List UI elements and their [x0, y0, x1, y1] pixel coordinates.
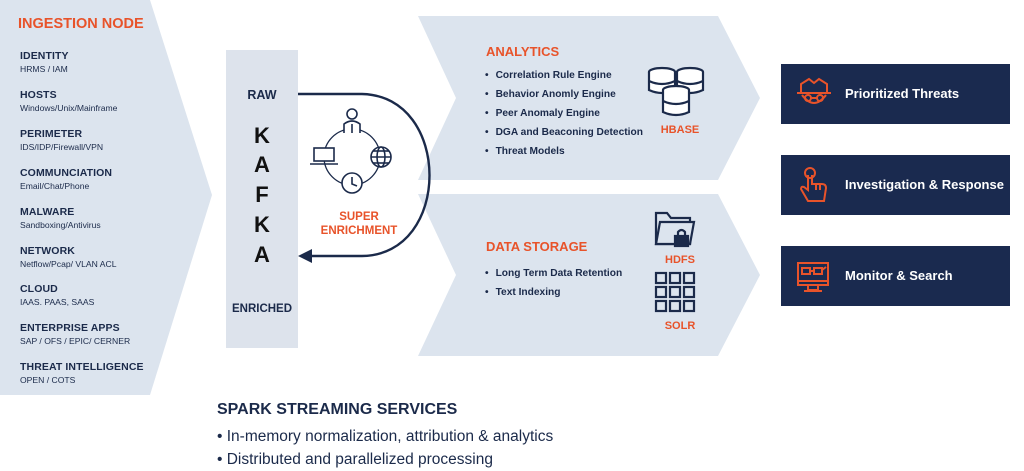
- source-network: NETWORK Netflow/Pcap/ VLAN ACL: [20, 245, 205, 269]
- kafka-letter: K: [254, 123, 270, 148]
- list-item: Long Term Data Retention: [485, 268, 623, 287]
- source-name: HOSTS: [20, 89, 57, 101]
- storage-title: DATA STORAGE: [486, 239, 588, 254]
- source-identity: IDENTITY HRMS / IAM: [20, 50, 205, 74]
- enrichment-arrowhead: [298, 249, 312, 263]
- enrichment-cycle-icon: [310, 108, 392, 194]
- ingestion-title: INGESTION NODE: [18, 16, 144, 32]
- folder-lock-icon: [654, 211, 696, 248]
- output-label: Prioritized Threats: [845, 86, 960, 101]
- source-name: MALWARE: [20, 206, 75, 218]
- kafka-letter: K: [254, 212, 270, 237]
- kafka-letter: A: [254, 152, 270, 177]
- source-desc: Windows/Unix/Mainframe: [20, 103, 118, 113]
- source-desc: IAAS. PAAS, SAAS: [20, 297, 95, 307]
- pointing-hand-icon: [799, 167, 828, 202]
- output-label: Investigation & Response: [845, 177, 1004, 192]
- spark-item: Distributed and parallelized processing: [217, 451, 493, 469]
- source-cloud: CLOUD IAAS. PAAS, SAAS: [20, 283, 205, 307]
- source-hosts: HOSTS Windows/Unix/Mainframe: [20, 89, 205, 113]
- source-desc: Netflow/Pcap/ VLAN ACL: [20, 259, 117, 269]
- storage-list: Long Term Data Retention Text Indexing: [485, 268, 623, 306]
- super-enrichment-line1: SUPER: [339, 211, 379, 223]
- hdfs-label: HDFS: [665, 254, 695, 266]
- source-malware: MALWARE Sandboxing/Antivirus: [20, 206, 205, 230]
- output-label: Monitor & Search: [845, 268, 953, 283]
- source-desc: Email/Chat/Phone: [20, 181, 90, 191]
- source-name: PERIMETER: [20, 128, 83, 140]
- source-name: CLOUD: [20, 283, 58, 295]
- list-item: Correlation Rule Engine: [485, 70, 643, 89]
- analytics-title: ANALYTICS: [486, 44, 560, 59]
- source-name: NETWORK: [20, 245, 75, 257]
- enrichment-loop-arrow: [298, 92, 431, 258]
- kafka-raw-label: RAW: [247, 88, 277, 102]
- source-desc: OPEN / COTS: [20, 375, 76, 385]
- source-perimeter: PERIMETER IDS/IDP/Firewall/VPN: [20, 128, 205, 152]
- super-enrichment-label: SUPER ENRICHMENT: [300, 210, 418, 238]
- source-desc: Sandboxing/Antivirus: [20, 220, 101, 230]
- source-communication: COMMUNCIATION Email/Chat/Phone: [20, 167, 205, 191]
- source-desc: IDS/IDP/Firewall/VPN: [20, 142, 104, 152]
- source-name: COMMUNCIATION: [20, 167, 113, 179]
- source-name: THREAT INTELLIGENCE: [20, 361, 144, 373]
- kafka-letter: F: [255, 182, 269, 207]
- source-desc: HRMS / IAM: [20, 64, 68, 74]
- output-prioritized-threats: Prioritized Threats: [781, 64, 1010, 124]
- output-investigation-response: Investigation & Response: [781, 155, 1010, 215]
- source-desc: SAP / OFS / EPIC/ CERNER: [20, 336, 131, 346]
- kafka-enriched-label: ENRICHED: [231, 303, 293, 315]
- list-item: Text Indexing: [485, 287, 622, 306]
- spark-item: In-memory normalization, attribution & a…: [217, 428, 554, 446]
- solr-label: SOLR: [664, 320, 696, 332]
- list-item: DGA and Beaconing Detection: [485, 127, 643, 146]
- monitor-glasses-icon: [797, 262, 829, 292]
- source-enterprise-apps: ENTERPRISE APPS SAP / OFS / EPIC/ CERNER: [20, 322, 205, 346]
- kafka-box: [226, 50, 298, 348]
- source-name: ENTERPRISE APPS: [20, 322, 120, 334]
- list-item: Threat Models: [485, 146, 643, 165]
- grid-icon: [654, 271, 696, 313]
- source-threat-intelligence: THREAT INTELLIGENCE OPEN / COTS: [20, 361, 205, 385]
- list-item: Behavior Anomly Engine: [485, 89, 643, 108]
- source-name: IDENTITY: [20, 50, 69, 62]
- spy-mask-icon: [797, 77, 831, 104]
- output-monitor-search: Monitor & Search: [781, 246, 1010, 306]
- database-icon: [647, 66, 705, 117]
- super-enrichment-line2: ENRICHMENT: [320, 225, 398, 237]
- hbase-label: HBASE: [660, 124, 700, 136]
- analytics-list: Correlation Rule Engine Behavior Anomly …: [485, 70, 643, 165]
- list-item: Peer Anomaly Engine: [485, 108, 643, 127]
- ingestion-panel: [0, 0, 212, 395]
- kafka-letter: A: [254, 242, 270, 267]
- spark-title: SPARK STREAMING SERVICES: [217, 401, 458, 418]
